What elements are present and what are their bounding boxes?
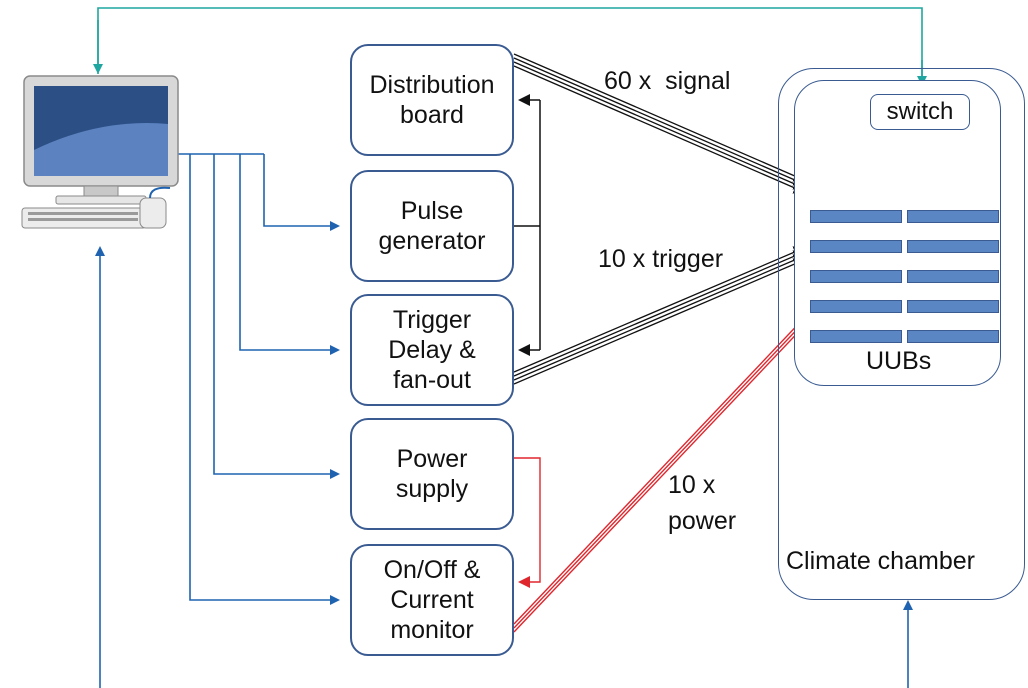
onoff-monitor-box: On/Off & Current monitor (350, 544, 514, 656)
distribution-line-1: Distribution (369, 71, 495, 99)
uub-board (810, 210, 902, 223)
signal-bundle (513, 53, 806, 194)
onoff-line-3: monitor (390, 616, 474, 644)
distribution-bus (512, 94, 541, 356)
trigger-line-3: fan-out (393, 366, 471, 394)
uubs-label: UUBs (866, 347, 932, 375)
uub-board (810, 270, 902, 283)
power-label-line-2: power (668, 507, 737, 535)
uub-board (907, 300, 999, 313)
pulse-generator-box: Pulse generator (350, 170, 514, 282)
uub-board (810, 300, 902, 313)
climate-chamber (778, 68, 1025, 600)
computer-icon (21, 75, 179, 229)
uub-board (907, 270, 999, 283)
power-supply-line-2: supply (395, 475, 469, 503)
trigger-delay-box: Trigger Delay & fan-out (350, 294, 514, 406)
uub-board (907, 240, 999, 253)
distribution-line-2: board (400, 101, 464, 129)
network-switch: switch (870, 94, 970, 130)
power-supply-box: Power supply (350, 418, 514, 530)
uub-board (810, 330, 902, 343)
climate-chamber-label: Climate chamber (786, 547, 975, 575)
trigger-line-1: Trigger (392, 306, 472, 334)
pulse-line-2: generator (378, 227, 486, 255)
distribution-board-box: Distribution board (350, 44, 514, 156)
uub-board (907, 330, 999, 343)
trigger-label: 10 x trigger (598, 245, 724, 273)
onoff-line-1: On/Off & (383, 556, 481, 584)
onoff-line-2: Current (390, 586, 474, 614)
uub-board (907, 210, 999, 223)
trigger-line-2: Delay & (388, 336, 476, 364)
trigger-bundle (513, 246, 806, 385)
signal-label: 60 x signal (604, 67, 731, 95)
pulse-line-1: Pulse (400, 197, 464, 225)
uub-board (810, 240, 902, 253)
power-lines (513, 314, 808, 633)
control-lines (95, 153, 913, 688)
power-label-line-1: 10 x (668, 471, 716, 499)
power-supply-line-1: Power (396, 445, 468, 473)
